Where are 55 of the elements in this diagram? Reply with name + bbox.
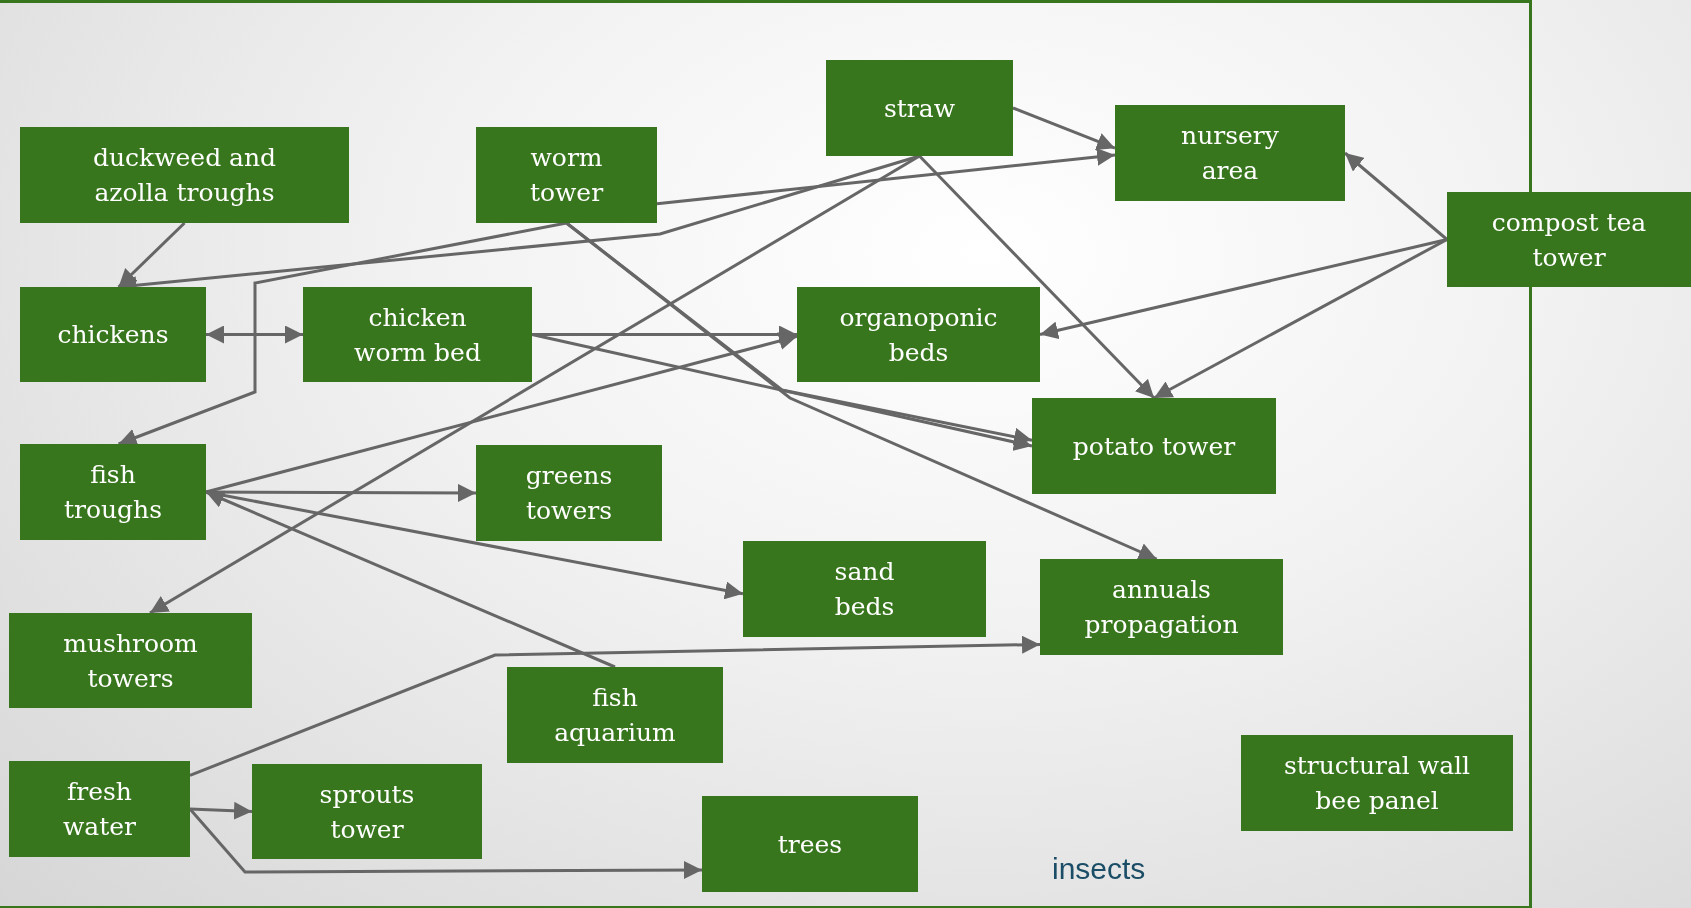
arrow (149, 154, 921, 615)
process-box (507, 667, 723, 763)
arrow (1012, 106, 1116, 150)
process-box (826, 60, 1013, 156)
arrow (189, 801, 253, 820)
arrow (656, 147, 1116, 206)
arrow (1039, 238, 1448, 340)
node-label: annuals propagation (1083, 574, 1240, 641)
arrow (1153, 238, 1448, 400)
node-label: mushroom towers (62, 627, 199, 695)
node-label: fish aquarium (553, 682, 677, 749)
process-box (20, 444, 206, 540)
arrow (206, 325, 303, 344)
process-box (702, 796, 918, 892)
arrow (117, 221, 186, 289)
arrow (205, 332, 798, 494)
process-box (20, 127, 349, 223)
node-label: greens towers (524, 460, 614, 527)
node-label: compost tea tower (1490, 206, 1648, 274)
node-label: duckweed and azolla troughs (91, 142, 278, 209)
node-label: sand beds (833, 556, 896, 623)
arrow (531, 333, 1033, 451)
node-label: potato tower (1072, 430, 1236, 463)
arrow (189, 635, 1041, 777)
arrow (118, 221, 567, 446)
node-label: trees (777, 828, 843, 861)
process-box (1447, 192, 1691, 287)
node-label: fish troughs (62, 459, 164, 526)
node-label: chickens (57, 319, 169, 351)
note-text: insects (1052, 852, 1146, 886)
node-label: sprouts tower (318, 778, 416, 846)
process-box (1032, 398, 1276, 494)
node-label: structural wall bee panel (1282, 750, 1472, 817)
process-box (476, 445, 662, 541)
node-label: straw (883, 92, 956, 125)
process-box (9, 613, 252, 708)
process-box (743, 541, 986, 637)
arrow (205, 490, 616, 669)
process-box (303, 287, 532, 382)
process-box (1040, 559, 1283, 655)
arrow (565, 221, 1158, 561)
process-box (9, 761, 190, 857)
process-box (476, 127, 657, 223)
node-label: chicken worm bed (353, 301, 482, 369)
node-label: organoponic beds (838, 301, 999, 369)
process-box (20, 287, 206, 382)
process-box (252, 764, 482, 859)
process-box (1115, 105, 1345, 201)
arrow (918, 154, 1156, 400)
node-label: nursery area (1180, 120, 1280, 187)
process-box (1241, 735, 1513, 831)
node-label: worm tower (528, 142, 605, 209)
process-box (797, 287, 1040, 382)
node-label: fresh water (61, 776, 138, 843)
arrow (1344, 151, 1448, 241)
